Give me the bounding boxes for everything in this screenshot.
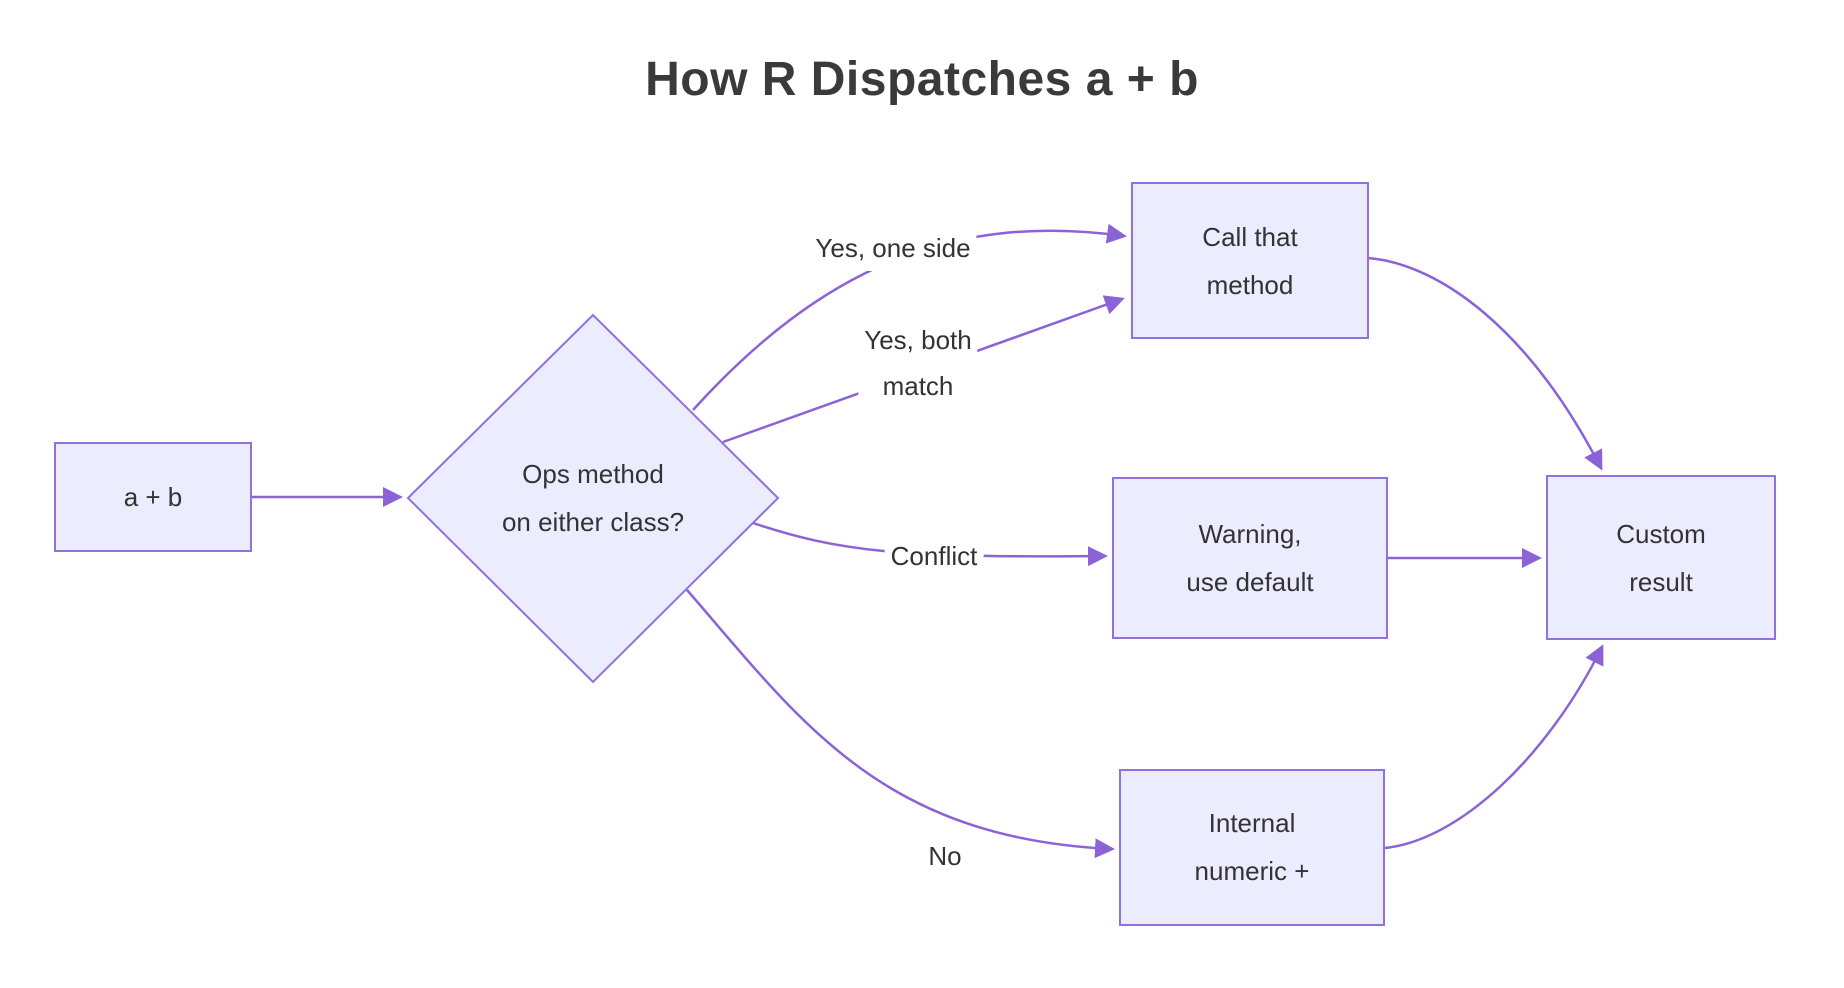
node-shape-warning-default (1112, 477, 1388, 639)
node-shape-call-method (1131, 182, 1369, 339)
edge-decision-yes-both-match-to-call (722, 295, 1125, 444)
edge-decision-conflict-to-warning (752, 521, 1108, 567)
diagram-title: How R Dispatches a + b (645, 53, 1199, 106)
edge-internal-to-result (1384, 644, 1604, 850)
edge-decision-no-to-internal (686, 589, 1115, 859)
node-shape-start (54, 442, 252, 552)
node-shape-internal-numeric (1119, 769, 1385, 926)
node-shape-custom-result (1546, 475, 1776, 640)
edge-call-to-result (1367, 256, 1603, 471)
node-shape-decision (406, 313, 780, 684)
